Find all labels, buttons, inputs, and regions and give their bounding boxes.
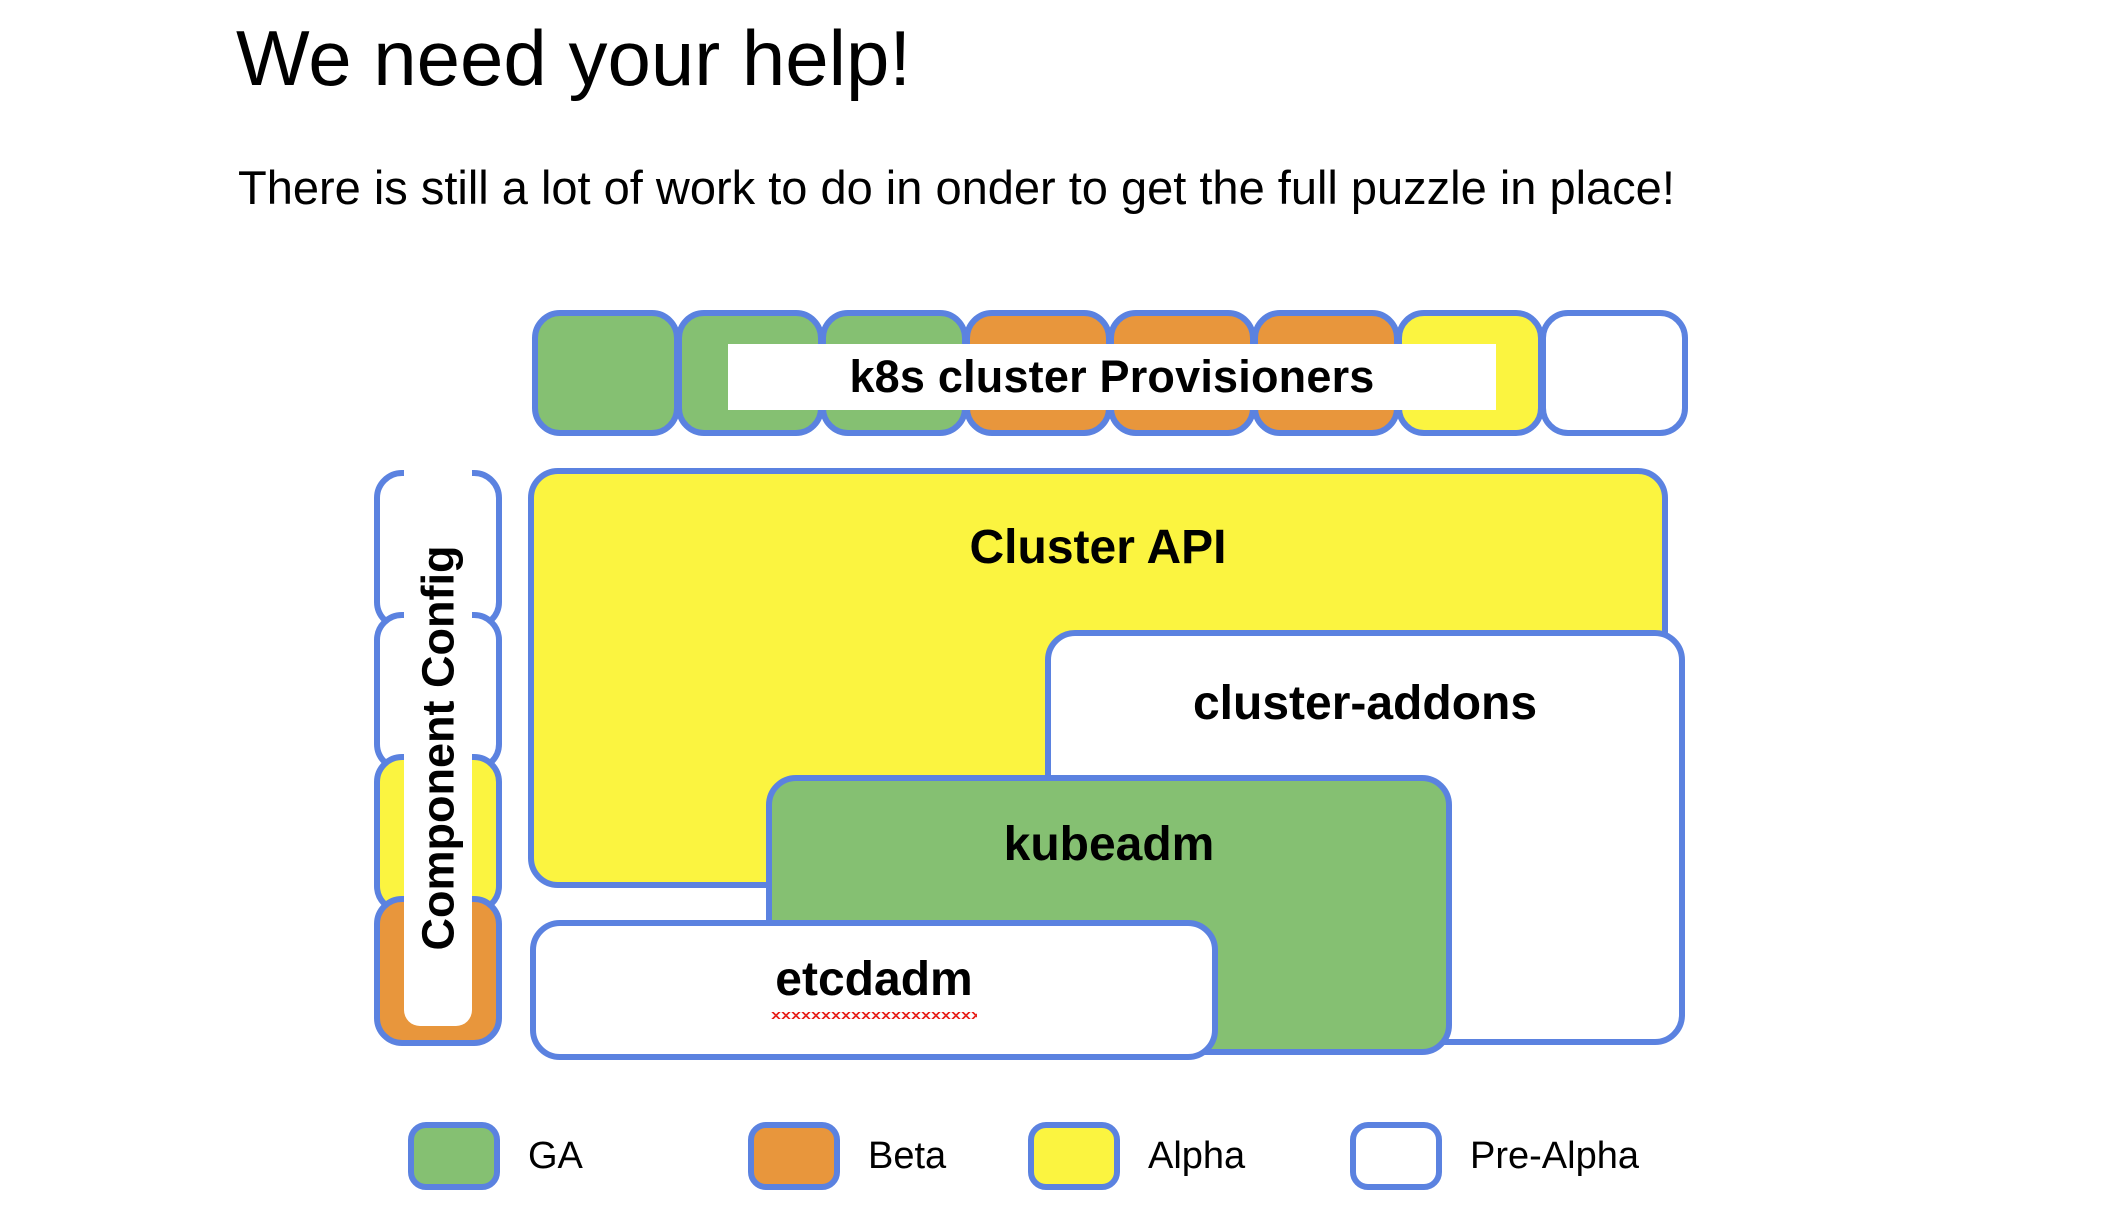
cluster-api-label: Cluster API bbox=[969, 521, 1227, 574]
legend-swatch-ga bbox=[408, 1122, 500, 1190]
provisioners-label-banner: k8s cluster Provisioners bbox=[728, 344, 1496, 410]
legend-item-ga: GA bbox=[408, 1122, 583, 1190]
legend-swatch-alpha bbox=[1028, 1122, 1120, 1190]
legend: GA Beta Alpha Pre-Alpha bbox=[0, 1122, 2126, 1202]
legend-item-alpha: Alpha bbox=[1028, 1122, 1245, 1190]
legend-swatch-beta bbox=[748, 1122, 840, 1190]
legend-label-alpha: Alpha bbox=[1148, 1134, 1246, 1177]
page-title: We need your help! bbox=[236, 14, 911, 102]
component-config-label: Component Config bbox=[412, 545, 464, 951]
page-subtitle: There is still a lot of work to do in on… bbox=[238, 161, 1675, 214]
cluster-addons-label: cluster-addons bbox=[1192, 677, 1538, 730]
component-config-label-banner: Component Config bbox=[404, 470, 472, 1026]
etcdadm-label-wrapper: etcdadm bbox=[536, 952, 1212, 1019]
provisioner-box-1 bbox=[532, 310, 680, 436]
legend-label-beta: Beta bbox=[868, 1134, 947, 1177]
legend-item-beta: Beta bbox=[748, 1122, 946, 1190]
legend-label-pre-alpha: Pre-Alpha bbox=[1470, 1134, 1639, 1177]
etcdadm-box: etcdadm bbox=[530, 920, 1218, 1060]
kubeadm-label: kubeadm bbox=[1003, 818, 1215, 871]
provisioner-box-8 bbox=[1540, 310, 1688, 436]
legend-label-ga: GA bbox=[528, 1134, 583, 1177]
legend-item-pre-alpha: Pre-Alpha bbox=[1350, 1122, 1639, 1190]
etcdadm-label: etcdadm bbox=[771, 953, 978, 1019]
provisioners-label: k8s cluster Provisioners bbox=[849, 351, 1375, 402]
legend-swatch-pre-alpha bbox=[1350, 1122, 1442, 1190]
